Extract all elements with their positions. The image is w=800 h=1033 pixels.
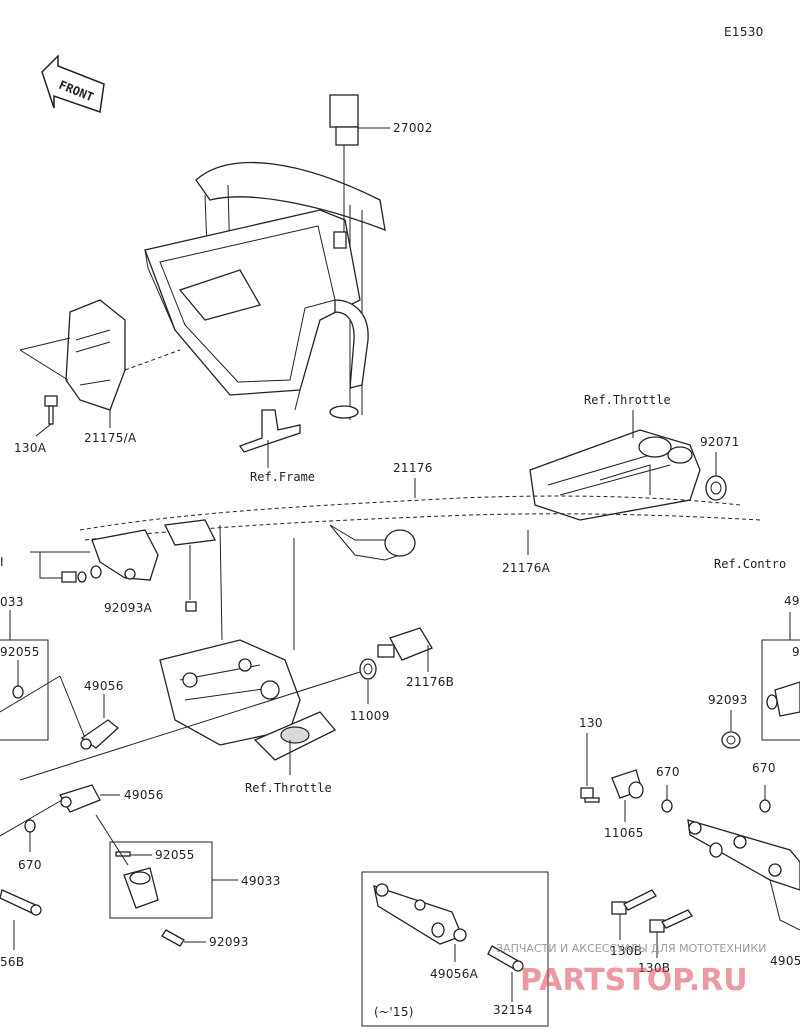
callout-670-mid: 670: [656, 765, 680, 779]
sensor-92093a: [185, 545, 197, 612]
callout-92055-left: 92055: [0, 645, 40, 659]
connector-27002: [329, 94, 390, 249]
callout-4905: 4905: [770, 954, 800, 968]
sensor-21176b: [377, 627, 433, 672]
callout-21176b: 21176B: [406, 675, 454, 689]
callout-9-right: 9: [792, 645, 800, 659]
inset-box-pre15: [361, 871, 549, 1027]
callout-left-edge: I: [0, 555, 4, 569]
callout-49-right: 49: [784, 594, 800, 608]
inset-label: (~'15): [374, 1005, 414, 1019]
callout-670-left: 670: [18, 858, 42, 872]
callout-92093-b: 92093: [209, 935, 249, 949]
ref-frame: Ref.Frame: [250, 470, 315, 484]
callout-92055-b: 92055: [155, 848, 195, 862]
callout-49056-a: 49056: [84, 679, 124, 693]
callout-49056-b: 49056: [124, 788, 164, 802]
injector-49056-a: [80, 694, 120, 750]
callout-21175: 21175/A: [84, 431, 137, 445]
injector-49033-box: [95, 814, 238, 947]
callout-11065: 11065: [604, 826, 644, 840]
callout-92093a: 92093A: [104, 601, 153, 615]
ecu-21175: [19, 299, 181, 428]
callout-32154: 32154: [493, 1003, 533, 1017]
callout-49033-left: 033: [0, 595, 24, 609]
oring-11009: [19, 658, 377, 781]
ref-control: Ref.Contro: [714, 557, 786, 571]
frame-assembly: [144, 161, 386, 453]
ref-throttle-top: Ref.Throttle: [584, 393, 671, 407]
callout-49056a: 49056A: [430, 967, 479, 981]
injector-group-left: [0, 610, 86, 741]
oring-670-right: [759, 785, 771, 813]
cap-92093-right: [721, 710, 741, 749]
callout-21176a: 21176A: [502, 561, 551, 575]
watermark-logo: PARTSTOP.RU: [520, 963, 748, 998]
oring-670-mid: [661, 785, 673, 813]
callout-27002: 27002: [393, 121, 433, 135]
throttle-body-upper: [529, 410, 701, 521]
inset-right: [761, 612, 800, 741]
callout-130b-b: 130B: [638, 961, 670, 975]
holder-11065: [611, 769, 644, 822]
front-arrow-icon: FRONT: [41, 54, 105, 114]
callout-670-right: 670: [752, 761, 776, 775]
bracket-left: [30, 529, 159, 583]
wire-harness-21176: [79, 478, 761, 561]
throttle-body-lower: [159, 524, 337, 775]
callout-21176: 21176: [393, 461, 433, 475]
callout-130b-a: 130B: [610, 944, 642, 958]
callout-49033-b: 49033: [241, 874, 281, 888]
grommet-92071: [705, 452, 727, 501]
fuel-rail-right: [687, 819, 800, 931]
pipe-56b: [0, 889, 42, 950]
ref-throttle-bottom: Ref.Throttle: [245, 781, 332, 795]
callout-130a: 130A: [14, 441, 47, 455]
diagram-code: E1530: [724, 25, 764, 39]
watermark-small: ЗАПЧАСТИ И АКСЕССУАРЫ ДЛЯ МОТОТЕХНИКИ: [496, 942, 766, 955]
callout-11009: 11009: [350, 709, 390, 723]
bolt-130b-b: [649, 909, 693, 958]
bolt-130b-a: [611, 889, 657, 940]
callout-92071: 92071: [700, 435, 740, 449]
callout-130: 130: [579, 716, 603, 730]
bolt-130: [580, 733, 600, 803]
callout-92093-right: 92093: [708, 693, 748, 707]
callout-56b-left: 56B: [0, 955, 24, 969]
bolt-130a: [35, 395, 58, 437]
oring-670-left: [0, 799, 63, 852]
injector-49056-b: [59, 784, 120, 813]
